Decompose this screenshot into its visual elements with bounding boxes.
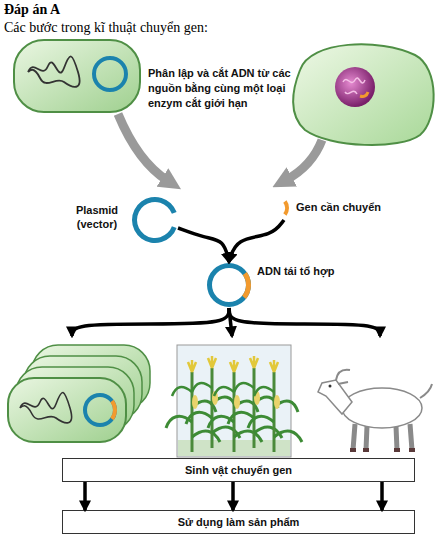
bacterium-card xyxy=(8,378,126,442)
plasmid-ring xyxy=(207,263,251,307)
connector-arrow xyxy=(231,482,235,510)
bacterium-cell xyxy=(14,40,140,112)
goat-head xyxy=(318,380,352,414)
node-label: ADN tái tổ hợp xyxy=(257,264,355,278)
goat-eye xyxy=(329,385,332,388)
gene-segment xyxy=(283,200,289,215)
connector-arrow xyxy=(178,228,229,262)
connector-arrow xyxy=(83,482,87,510)
nuclear-dna xyxy=(343,78,365,94)
inserted-gene xyxy=(112,401,115,419)
goat-body xyxy=(342,388,422,428)
bacterial-chromosome xyxy=(28,56,80,86)
diagram-title: Các bước trong kĩ thuật chuyển gen: xyxy=(4,20,404,36)
connector-arrow xyxy=(72,308,229,336)
isolation-arrow xyxy=(118,114,168,181)
open-plasmid-ring xyxy=(132,197,177,243)
goat-tail xyxy=(420,384,432,398)
node-label: Sử dụng làm sản phẩm xyxy=(63,511,414,533)
node-label: Gen cần chuyển xyxy=(296,200,402,214)
goat-ear xyxy=(338,382,348,384)
answer-label: Đáp án A xyxy=(4,2,224,18)
cell-nucleus xyxy=(335,67,375,107)
node-label: Plasmid (vector) xyxy=(70,203,124,231)
goat-hoof xyxy=(350,448,415,452)
gene-in-nucleus xyxy=(360,92,368,97)
product-box: Sử dụng làm sản phẩm xyxy=(62,510,415,534)
goat-horn xyxy=(336,370,350,380)
isolation-arrow xyxy=(286,140,322,180)
transgenic-organisms: Sinh vật chuyển gen xyxy=(8,336,435,482)
corn-plant xyxy=(248,360,302,452)
connector-arrow xyxy=(229,220,284,262)
connector-arrow xyxy=(229,308,232,336)
connector-arrow xyxy=(229,308,380,336)
recombinant-dna: ADN tái tổ hợp xyxy=(205,262,355,308)
step-caption: Phân lập và cắt ADN từ các nguồn bằng cù… xyxy=(148,66,304,111)
donor-cell xyxy=(293,44,434,145)
gene-fragment: Gen cần chuyển xyxy=(272,196,402,220)
node-label: Sinh vật chuyển gen xyxy=(62,458,415,482)
plasmid-vector: Plasmid (vector) xyxy=(70,198,178,244)
connector-arrow xyxy=(380,482,384,510)
recombinant-plasmid xyxy=(85,395,115,425)
bacterial-plasmid xyxy=(94,58,126,90)
inserted-gene xyxy=(242,272,251,299)
goat xyxy=(318,370,432,450)
bacterial-chromosome xyxy=(20,392,72,422)
